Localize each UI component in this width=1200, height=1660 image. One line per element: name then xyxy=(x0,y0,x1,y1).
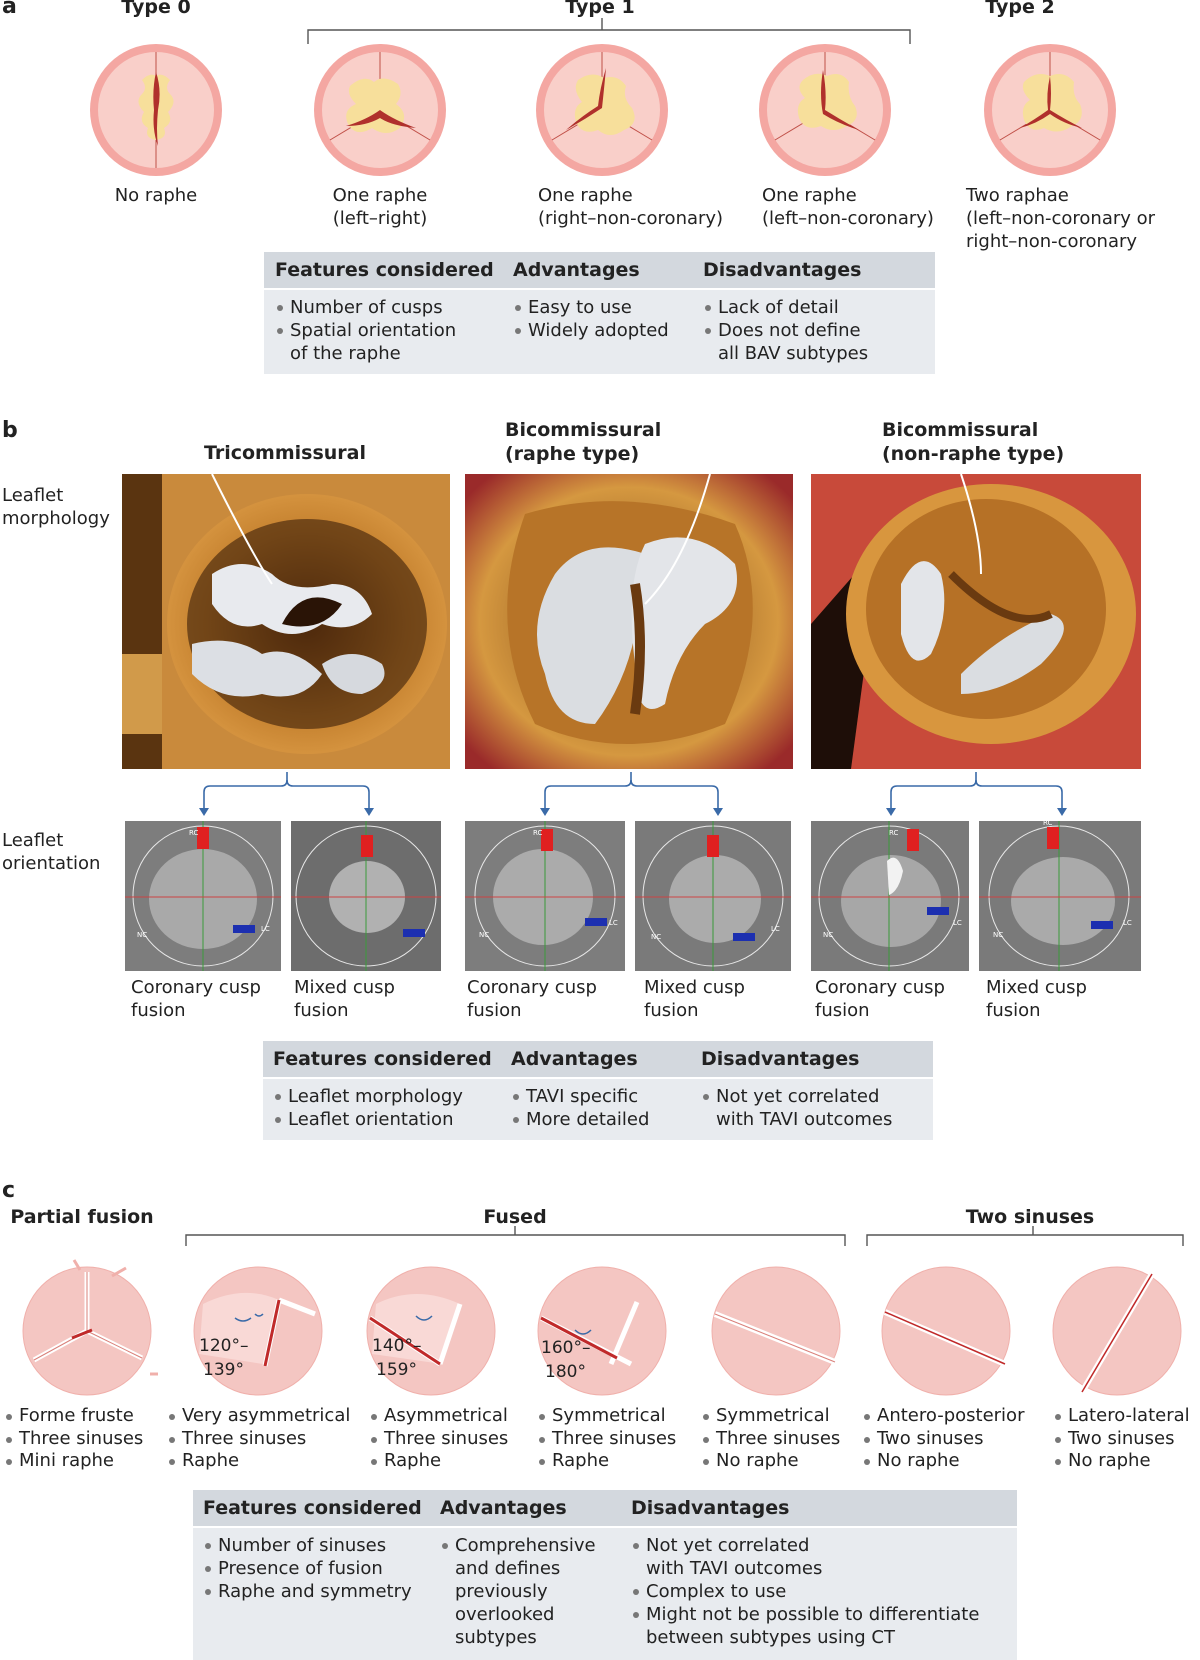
table-header-advantages: Advantages xyxy=(513,259,640,281)
valve-type2-two-raphae xyxy=(984,44,1116,176)
panel-c-feature-table: Features considered Advantages Disadvant… xyxy=(193,1490,1017,1660)
c-valve-forme-fruste xyxy=(22,1259,158,1396)
svg-text:RC: RC xyxy=(533,829,543,837)
type0-header: Type 0 xyxy=(121,0,191,18)
table-header-features: Features considered xyxy=(203,1497,422,1519)
ct-scan-1: RC LC NC xyxy=(125,821,281,971)
type1-header: Type 1 xyxy=(565,0,635,18)
svg-text:180°: 180° xyxy=(545,1362,586,1382)
panel-c-letter: c xyxy=(2,1178,16,1203)
svg-text:NC: NC xyxy=(479,931,489,939)
c-valve-symmetrical-no-raphe xyxy=(711,1266,841,1396)
table-header-features: Features considered xyxy=(275,259,494,281)
panel-b-feature-table: Features considered Advantages Disadvant… xyxy=(263,1041,933,1140)
svg-text:RC: RC xyxy=(1043,821,1053,827)
panel-a-letter: a xyxy=(2,0,17,19)
svg-text:NC: NC xyxy=(823,931,833,939)
c-header-partial-fusion: Partial fusion xyxy=(10,1206,154,1228)
svg-text:RC: RC xyxy=(189,829,199,837)
valve-label-0: No raphe xyxy=(114,185,198,206)
b-header-bicommissural-raphe: Bicommissural(raphe type) xyxy=(505,419,662,465)
svg-text:RC: RC xyxy=(889,829,899,837)
svg-text:139°: 139° xyxy=(203,1360,244,1380)
ct-scan-2 xyxy=(291,821,441,971)
svg-text:LC: LC xyxy=(953,919,962,927)
c-brackets xyxy=(185,1226,1184,1246)
ct-scan-3: RC LC NC xyxy=(465,821,625,971)
svg-text:160°–: 160°– xyxy=(541,1338,590,1358)
render-bicommissural-raphe xyxy=(465,474,793,769)
svg-text:120°–: 120°– xyxy=(199,1336,248,1356)
valve-type1-right-noncoronary xyxy=(536,44,668,176)
c-valve-160-180: 160°– 180° xyxy=(537,1266,667,1396)
b-header-tricommissural: Tricommissural xyxy=(203,442,367,464)
c-valve-140-159: 140°– 159° xyxy=(366,1266,496,1396)
svg-text:NC: NC xyxy=(137,931,147,939)
svg-text:LC: LC xyxy=(609,919,618,927)
svg-text:LC: LC xyxy=(1123,919,1132,927)
svg-text:LC: LC xyxy=(771,925,780,933)
svg-text:NC: NC xyxy=(993,931,1003,939)
table-header-disadvantages: Disadvantages xyxy=(701,1048,860,1070)
ct-scan-4: NC LC xyxy=(635,821,791,971)
c-header-two-sinuses: Two sinuses xyxy=(965,1206,1095,1228)
c-valve-120-139: 120°– 139° xyxy=(193,1266,323,1396)
ct-scan-5: RC LC NC xyxy=(811,821,969,971)
orientation-bracket-arrows xyxy=(199,772,1067,816)
b-header-bicommissural-nonraphe: Bicommissural(non-raphe type) xyxy=(882,419,1065,465)
svg-text:159°: 159° xyxy=(376,1360,417,1380)
type1-bracket xyxy=(307,18,911,44)
table-header-disadvantages: Disadvantages xyxy=(703,259,862,281)
c-header-fused: Fused xyxy=(483,1206,547,1228)
render-bicommissural-nonraphe xyxy=(811,474,1141,769)
type2-header: Type 2 xyxy=(985,0,1055,18)
table-header-disadvantages: Disadvantages xyxy=(631,1497,790,1519)
valve-label-1: One raphe(left–right) xyxy=(332,185,428,229)
valve-label-3: One raphe(left–non-coronary) xyxy=(762,185,934,229)
table-header-advantages: Advantages xyxy=(511,1048,638,1070)
table-header-features: Features considered xyxy=(273,1048,492,1070)
c-valve-antero-posterior xyxy=(881,1266,1011,1396)
valve-type1-left-noncoronary xyxy=(759,44,891,176)
svg-text:NC: NC xyxy=(651,933,661,941)
valve-type0-no-raphe xyxy=(90,44,222,176)
table-header-advantages: Advantages xyxy=(440,1497,567,1519)
valve-label-2: One raphe(right–non-coronary) xyxy=(538,185,724,229)
panel-a-feature-table: Features considered Advantages Disadvant… xyxy=(264,252,935,374)
svg-text:LC: LC xyxy=(261,925,270,933)
ct-scan-6: RC LC NC xyxy=(979,821,1141,971)
svg-text:140°–: 140°– xyxy=(372,1336,421,1356)
valve-type1-left-right xyxy=(314,44,446,176)
render-tricommissural xyxy=(122,474,450,769)
panel-b-letter: b xyxy=(2,418,18,443)
c-valve-latero-lateral xyxy=(1052,1266,1182,1396)
